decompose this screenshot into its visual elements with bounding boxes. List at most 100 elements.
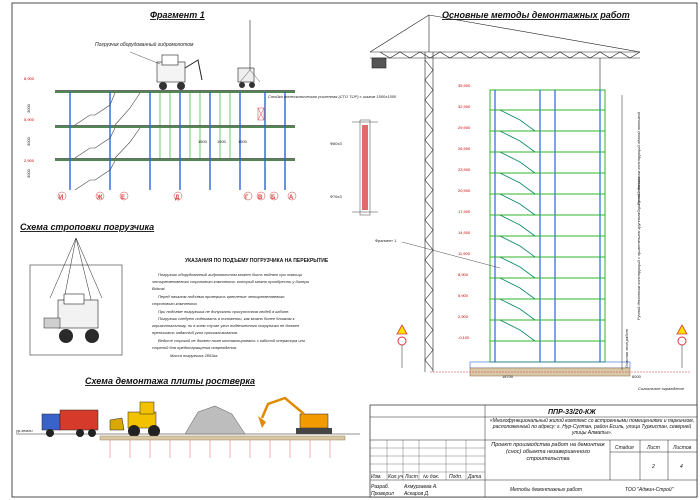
zone-labels: Ручной демонтаж конструкций лёгкой техни… <box>621 95 641 370</box>
instr-line-7: горизонтальному, ни в коем случае угол п… <box>152 323 300 328</box>
hdr-izm: Изм. <box>371 474 382 480</box>
slab-level-2 <box>55 125 295 128</box>
title-block: ППР-33/20-КЖ «Многофункциональный жилой … <box>369 404 698 498</box>
main-level-6: 17,900 <box>458 209 471 214</box>
instr-line-6: Погрузчик следует поднимать в положении,… <box>158 316 296 321</box>
main-level-5: 20,900 <box>458 188 471 193</box>
fragment-1: Фрагмент 1 Погрузчик оборудованный гидро… <box>24 10 397 216</box>
sheet-frame <box>11 2 698 498</box>
project-name: «Многофункциональный жилой комплекс со в… <box>489 418 695 436</box>
instr-line-0: Погрузчик оборудованный гидромолотом мож… <box>158 272 303 277</box>
instr-line-5: При подъеме погрузчика не допускать прис… <box>158 309 289 314</box>
name-checker: Аскаров Д. <box>403 491 429 497</box>
description: Проект производства работ на демонтаж (с… <box>491 442 605 462</box>
stand-label: Стойка телескопическая усиленная (СТО ТО… <box>268 94 397 99</box>
main-title: Основные методы демонтажных работ <box>442 10 630 20</box>
instr-line-9: Ведите строгий не должен ниже контактиро… <box>158 338 306 343</box>
slab-level-3 <box>55 90 295 93</box>
main-level-9: 8,900 <box>458 272 469 277</box>
grillage-scheme: Схема демонтажа плиты ростверка ур.земли <box>15 376 360 458</box>
red-hatch <box>257 107 265 121</box>
axis-2: Ж <box>96 195 103 201</box>
instr-line-3: Перед началом подъема проверить креплени… <box>158 294 285 299</box>
loader-icon <box>43 293 99 343</box>
zone-2-label: Ручной демонтаж конструкций с применение… <box>636 176 641 320</box>
sheets-number: 4 <box>680 464 683 470</box>
stage-header: Стадия <box>615 445 634 451</box>
pipe-2-label: Ф76х3 <box>330 194 342 199</box>
company-name: ТОО "Админ-Строй" <box>625 486 674 493</box>
hdr-podp: Подп. <box>449 474 462 480</box>
role-developer: Разраб. <box>371 484 389 490</box>
stairs <box>74 92 141 191</box>
instr-line-2: Bobcat. <box>152 286 166 291</box>
dim-1: 3000 <box>26 103 31 113</box>
instr-line-8: превышать заданный угол проскальзывания. <box>152 330 238 335</box>
main-level-12: -0,100 <box>458 335 470 340</box>
main-level-11: 2,900 <box>458 314 469 319</box>
excavator-icon <box>258 396 332 434</box>
stamp-headers: Изм. Кол.уч Лист № док. Подп. Дата <box>371 474 481 480</box>
hdr-kol: Кол.уч <box>388 474 403 480</box>
main-level-8: 11,900 <box>458 251 471 256</box>
loader-label: Погрузчик оборудованный гидромолотом <box>95 41 194 48</box>
doc-code: ППР-33/20-КЖ <box>548 409 596 416</box>
main-levels: 35,900 32,900 29,900 26,900 23,900 20,90… <box>458 83 471 340</box>
fragment-1-title: Фрагмент 1 <box>150 10 205 20</box>
wheel-loader-icon <box>109 401 160 437</box>
grillage-title: Схема демонтажа плиты ростверка <box>85 376 255 386</box>
main-level-3: 26,900 <box>458 146 471 151</box>
axis-4: Д <box>175 195 180 201</box>
building-section <box>469 89 631 377</box>
columns <box>69 92 286 190</box>
dim-bottom: 18700 <box>502 374 514 379</box>
sheets-header: Листов <box>672 445 692 451</box>
fragment-ref-label: Фрагмент 1 <box>375 238 397 243</box>
axis-5: Г <box>245 195 249 201</box>
main-level-7: 14,900 <box>458 230 471 235</box>
rigging-scheme: Схема строповки погрузчика <box>20 222 154 356</box>
debris-pile <box>184 405 246 435</box>
ground-label: ур.земли <box>15 428 33 433</box>
fragment-levels: 8,900 5,900 2,900 <box>24 76 35 163</box>
role-checker: Проверил <box>371 491 394 497</box>
telescopic-props <box>159 93 231 158</box>
axis-7: Б <box>271 195 276 201</box>
zone-1-label: Ручной демонтаж конструкций лёгкой техни… <box>636 111 641 205</box>
dim-3: 3000 <box>26 168 31 178</box>
hdr-list: Лист <box>404 474 418 480</box>
instr-line-10: стрелой для предотвращения повреждения. <box>152 345 237 350</box>
zone-3-label: Опасная зона работ <box>624 328 629 368</box>
instr-line-4: стропового комплекта. <box>152 301 198 306</box>
dim-5: 1500 <box>217 139 227 144</box>
fragment-dims: 3000 3000 3000 1500 1500 1500 <box>26 103 248 178</box>
rigging-title: Схема строповки погрузчика <box>20 222 154 232</box>
project-name-box: «Многофункциональный жилой комплекс со в… <box>489 418 695 436</box>
dim-2: 3000 <box>26 136 31 146</box>
description-box: Проект производства работ на демонтаж (с… <box>491 442 605 462</box>
prop-detail: Ф60х3 Ф76х3 <box>330 119 378 216</box>
hdr-doc: № док. <box>423 474 439 480</box>
main-level-1: 32,900 <box>458 104 471 109</box>
level-1: 8,900 <box>24 76 35 81</box>
main-level-4: 23,900 <box>458 167 471 172</box>
instructions-title: УКАЗАНИЯ ПО ПОДЪЕМУ ПОГРУЗЧИКА НА ПЕРЕКР… <box>185 258 329 264</box>
pipe-1-label: Ф60х3 <box>330 141 342 146</box>
axis-1: И <box>59 195 63 201</box>
grid-axes: И Ж Е Д Г В Б А <box>57 191 297 201</box>
warning-sign-icon <box>396 324 408 368</box>
axis-3: Е <box>121 195 125 201</box>
axis-6: В <box>258 195 263 201</box>
main-level-0: 35,900 <box>458 83 471 88</box>
dim-4: 1500 <box>198 139 208 144</box>
loader-with-hammer-icon <box>156 54 203 90</box>
instr-line-1: четырехветвевого стропового комплекта, к… <box>152 279 310 284</box>
main-level-2: 29,900 <box>458 125 471 130</box>
name-developer: Ахмурзаева А. <box>403 484 438 490</box>
instructions: УКАЗАНИЯ ПО ПОДЪЕМУ ПОГРУЗЧИКА НА ПЕРЕКР… <box>152 258 329 358</box>
hdr-date: Дата <box>467 474 481 480</box>
level-2: 5,900 <box>24 117 35 122</box>
main-methods: Основные методы демонтажных работ <box>369 10 690 391</box>
instructions-lines: Погрузчик оборудованный гидромолотом мож… <box>152 272 310 358</box>
slab-level-1 <box>55 158 295 161</box>
